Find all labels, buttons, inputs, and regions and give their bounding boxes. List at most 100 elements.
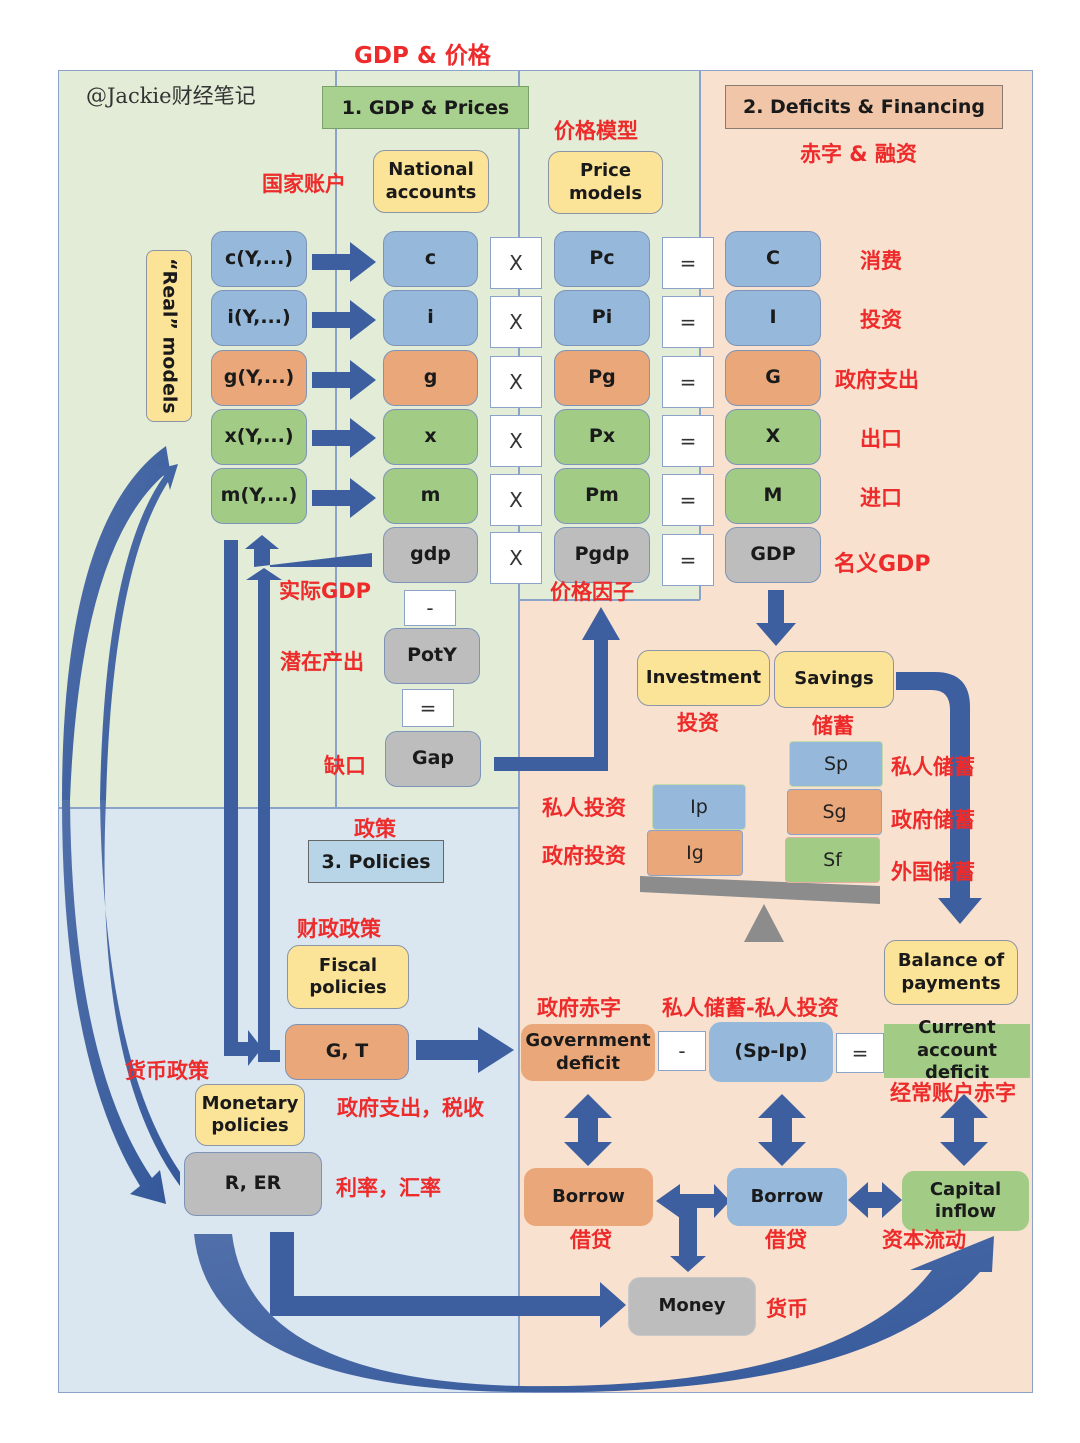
potential-output-annotation: 潜在产出 (280, 650, 364, 674)
private-borrow-box: Borrow (727, 1168, 847, 1226)
function-box: x(Y,...) (211, 409, 307, 465)
nominal-variable-box: C (725, 231, 821, 287)
seesaw-beam (640, 876, 880, 904)
real-variable-box: m (383, 468, 478, 524)
nominal-variable-box: M (725, 468, 821, 524)
function-box: c(Y,...) (211, 231, 307, 287)
capital-inflow-annotation: 资本流动 (882, 1228, 966, 1252)
savings-box: Savings (774, 651, 894, 708)
private-investment-annotation: 私人投资 (542, 796, 626, 820)
national-accounts-box: National accounts (373, 150, 489, 213)
savings-annotation: 储蓄 (812, 714, 854, 738)
current-account-deficit-annotation: 经常账户赤字 (890, 1081, 1016, 1105)
times-operator: X (490, 356, 542, 408)
curved-arrow-icon (62, 800, 166, 1204)
times-operator: X (490, 415, 542, 467)
arrow-right-icon (224, 1030, 262, 1066)
component-annotation: 政府支出 (835, 368, 919, 392)
gap-annotation: 缺口 (324, 754, 366, 778)
private-investment-block: Ip (652, 784, 746, 830)
real-gdp-box: gdp (383, 527, 478, 583)
equals-operator: = (662, 237, 714, 289)
real-variable-box: c (383, 231, 478, 287)
real-gdp-annotation: 实际GDP (279, 579, 372, 603)
arrow-right-icon (312, 418, 376, 458)
arrow-right-icon (312, 478, 376, 518)
rates-annotation: 利率，汇率 (336, 1176, 441, 1200)
times-operator: X (490, 296, 542, 348)
times-operator: X (490, 474, 542, 526)
sp-ip-annotation: 私人储蓄-私人投资 (662, 996, 839, 1020)
equals-operator: = (662, 356, 714, 408)
times-operator: X (490, 237, 542, 289)
arrow-up-icon (246, 568, 282, 1062)
price-variable-box: Px (554, 409, 650, 465)
price-models-box: Price models (548, 151, 663, 214)
nominal-variable-box: G (725, 350, 821, 406)
gt-annotation: 政府支出，税收 (337, 1096, 484, 1120)
real-models-label: “Real” models (146, 250, 192, 422)
capital-inflow-box: Capital inflow (902, 1171, 1029, 1231)
nominal-variable-box: X (725, 409, 821, 465)
double-arrow-icon (564, 1094, 612, 1166)
arrow-down-icon (756, 590, 796, 646)
money-box: Money (628, 1277, 756, 1336)
price-variable-box: Pc (554, 231, 650, 287)
government-borrow-box: Borrow (524, 1168, 653, 1226)
equals-operator: = (662, 296, 714, 348)
government-deficit-annotation: 政府赤字 (537, 996, 621, 1020)
arrow-right-icon (312, 242, 376, 282)
investment-annotation: 投资 (677, 711, 719, 735)
section-header-deficits: 2. Deficits & Financing (725, 85, 1003, 129)
arrow-up-icon (245, 535, 372, 567)
private-savings-block: Sp (789, 741, 883, 787)
monetary-policies-box: Monetary policies (195, 1084, 305, 1146)
policies-annotation: 政策 (354, 817, 396, 841)
divider-line (518, 599, 700, 601)
equals-operator: = (662, 415, 714, 467)
top-annotation: GDP & 价格 (354, 43, 491, 69)
nominal-variable-box: I (725, 290, 821, 346)
private-borrow-annotation: 借贷 (765, 1228, 807, 1252)
function-box: m(Y,...) (211, 468, 307, 524)
curved-arrow-icon (100, 800, 180, 1186)
times-operator: X (490, 532, 542, 584)
function-box: g(Y,...) (211, 350, 307, 406)
arrow-down-icon (224, 540, 238, 1056)
curved-arrow-icon (100, 464, 178, 800)
arrow-down-icon (896, 672, 982, 924)
price-gdp-box: Pgdp (554, 527, 650, 583)
balance-of-payments-box: Balance of payments (884, 940, 1018, 1005)
money-annotation: 货币 (766, 1297, 808, 1321)
nominal-gdp-box: GDP (725, 527, 821, 583)
gap-box: Gap (385, 731, 481, 787)
price-models-annotation: 价格模型 (554, 119, 638, 143)
real-variable-box: i (383, 290, 478, 346)
government-savings-annotation: 政府储蓄 (891, 808, 975, 832)
private-savings-annotation: 私人储蓄 (891, 755, 975, 779)
rates-box: R, ER (184, 1152, 322, 1216)
fiscal-policies-box: Fiscal policies (287, 945, 409, 1009)
investment-box: Investment (637, 650, 770, 706)
function-box: i(Y,...) (211, 290, 307, 346)
government-investment-block: Ig (647, 830, 743, 876)
fiscal-policies-annotation: 财政政策 (297, 917, 381, 941)
nominal-gdp-annotation: 名义GDP (834, 552, 931, 577)
government-savings-block: Sg (787, 789, 882, 835)
equals-operator: = (402, 689, 454, 727)
minus-operator: - (658, 1031, 706, 1071)
section-header-policies: 3. Policies (308, 840, 444, 883)
section-header-gdp-prices: 1. GDP & Prices (322, 86, 529, 129)
real-variable-box: g (383, 350, 478, 406)
government-deficit-box: Government deficit (521, 1024, 655, 1081)
component-annotation: 投资 (860, 308, 902, 332)
curved-arrow-icon (62, 446, 170, 800)
government-investment-annotation: 政府投资 (542, 844, 626, 868)
monetary-policies-annotation: 货币政策 (125, 1059, 209, 1083)
watermark: @Jackie财经笔记 (86, 84, 256, 108)
government-borrow-annotation: 借贷 (570, 1228, 612, 1252)
price-variable-box: Pg (554, 350, 650, 406)
double-arrow-icon (848, 1182, 902, 1218)
equals-operator: = (836, 1033, 884, 1073)
arrow-right-icon (312, 300, 376, 340)
